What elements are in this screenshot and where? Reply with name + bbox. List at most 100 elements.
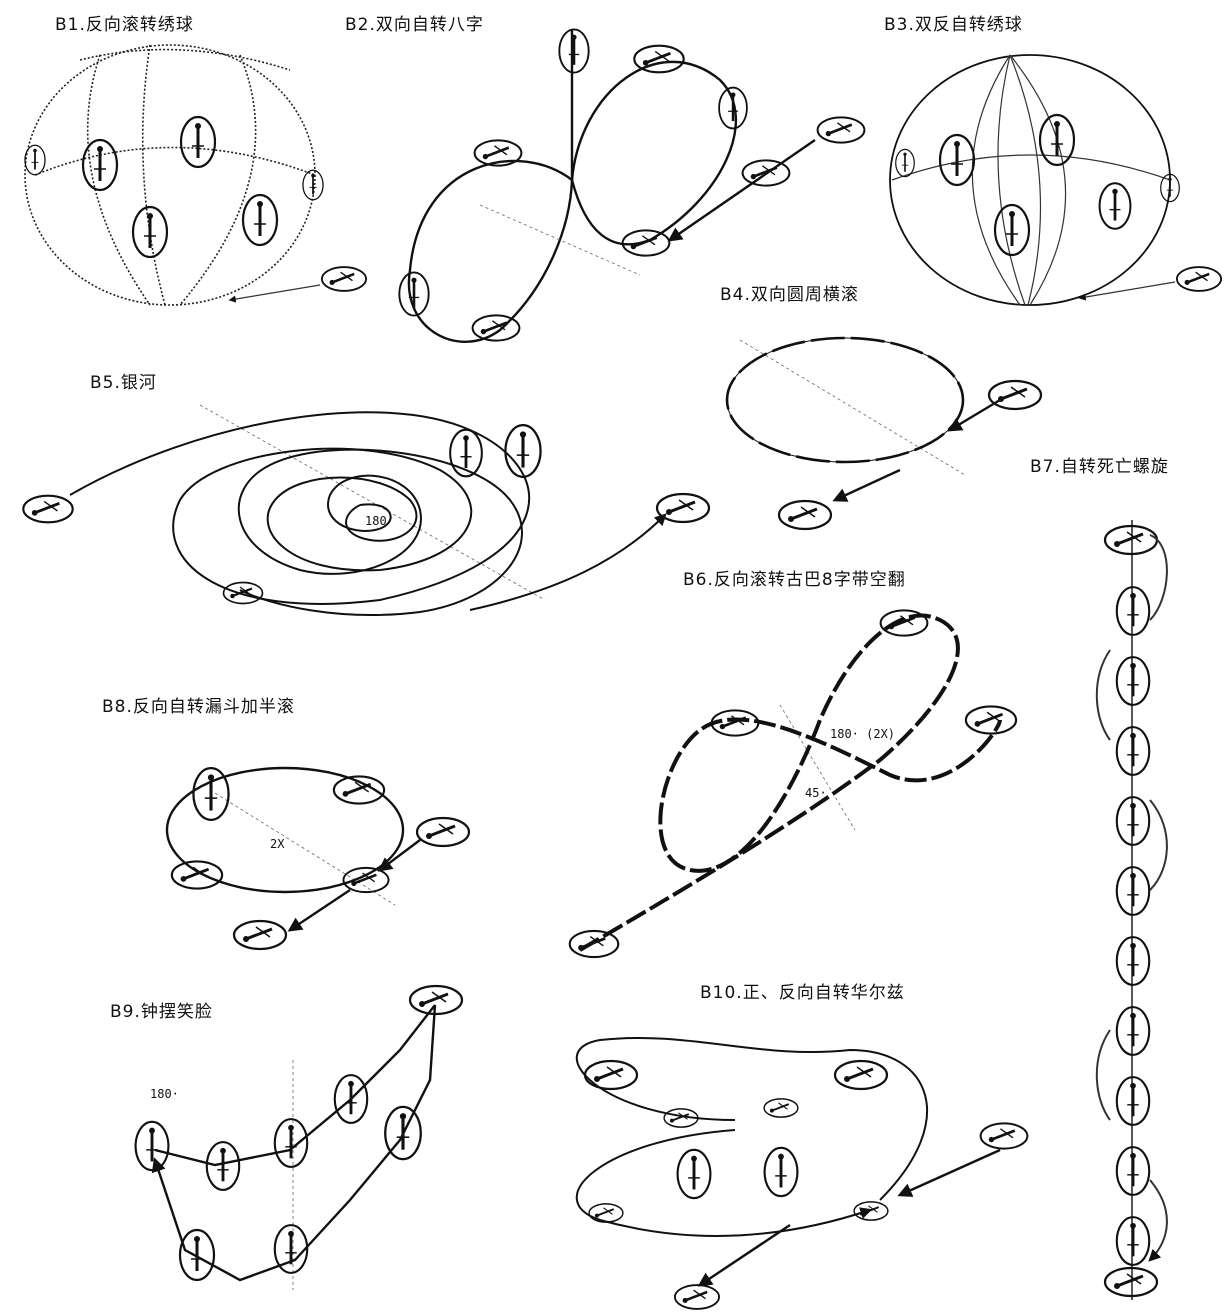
b1-heli-4: [243, 195, 277, 245]
b9-upper-path: [155, 1005, 435, 1165]
b5-heli-start: [23, 496, 72, 523]
b10-exit-path: [700, 1225, 790, 1285]
figure-b10: B10.正、反向自转华尔兹: [577, 983, 1028, 1309]
b7-heli-7: [1117, 1007, 1149, 1055]
b9-heli-7: [180, 1230, 214, 1280]
b8-heli-entry: [417, 818, 469, 846]
b1-sphere-outline: [25, 45, 315, 305]
b9-heli-6: [275, 1225, 307, 1273]
b7-heli-10: [1117, 1217, 1149, 1265]
b6-figure-eight: [580, 616, 1000, 950]
b2-heli-bottom: [473, 315, 520, 340]
b9-heli-4: [335, 1075, 367, 1123]
b1-heli-3: [133, 207, 167, 257]
b7-heli-3: [1117, 727, 1149, 775]
figure-b10-label: B10.正、反向自转华尔兹: [700, 983, 905, 1003]
b10-heli-6: [765, 1148, 798, 1196]
b6-annotation-angle: 180· (2X): [830, 727, 895, 741]
b4-guide: [740, 340, 965, 475]
b9-heli-5: [385, 1107, 421, 1159]
figure-b4-label: B4.双向圆周横滚: [720, 285, 859, 305]
b6-heli-start: [570, 931, 619, 957]
b3-entry-path: [1080, 282, 1175, 298]
figure-b9: B9.钟摆笑脸 180·: [110, 986, 462, 1290]
b1-heli-side-left: [25, 145, 45, 175]
b8-exit-path: [290, 890, 350, 930]
b3-meridian-3: [998, 55, 1025, 305]
b5-spiral-in: [239, 450, 522, 615]
figure-b8-label: B8.反向自转漏斗加半滚: [102, 697, 295, 717]
b2-right-loop: [572, 62, 736, 244]
b6-annotation-cross: 45·: [805, 786, 827, 800]
b5-spiral-out: [70, 412, 529, 604]
b8-heli-1: [193, 768, 228, 820]
figure-b3-label: B3.双反自转绣球: [884, 15, 1023, 35]
b9-heli-2: [207, 1142, 239, 1190]
b7-heli-9: [1117, 1147, 1149, 1195]
b8-heli-4: [343, 868, 388, 892]
b7-heli-6: [1117, 937, 1149, 985]
figure-b2-label: B2.双向自转八字: [345, 15, 484, 35]
b10-heli-entry: [981, 1123, 1028, 1148]
b7-heli-4: [1117, 797, 1149, 845]
b1-heli-entry: [322, 267, 366, 291]
b5-exit-path: [470, 515, 665, 610]
b2-heli-entry-2: [818, 117, 865, 142]
figure-b7: B7.自转死亡螺旋: [1030, 457, 1169, 1300]
b3-heli-entry: [1177, 267, 1221, 291]
b3-heli-side-right: [1161, 174, 1180, 201]
b3-meridian-2: [1010, 55, 1066, 305]
b10-heli-7: [589, 1204, 623, 1222]
b9-annotation: 180·: [150, 1087, 179, 1101]
b2-heli-top: [559, 29, 588, 72]
figure-b6-label: B6.反向滚转古巴8字带空翻: [683, 570, 906, 590]
b7-heli-1: [1117, 587, 1149, 635]
b2-heli-right-top: [634, 46, 683, 73]
b1-heli-1: [83, 140, 117, 190]
b4-entry-path: [950, 400, 1000, 430]
b9-heli-3: [275, 1119, 307, 1167]
figure-b5: B5.银河 180: [23, 373, 709, 615]
b1-meridian-right: [180, 55, 256, 305]
b2-heli-right-bottom: [623, 230, 670, 255]
b7-heli-2: [1117, 657, 1149, 705]
b3-heli-2: [1040, 115, 1074, 165]
figure-b9-label: B9.钟摆笑脸: [110, 1002, 213, 1022]
b10-heli-exit: [675, 1285, 719, 1309]
b8-annotation: 2X: [270, 837, 285, 851]
figure-b7-label: B7.自转死亡螺旋: [1030, 457, 1169, 477]
b2-heli-right-side: [719, 88, 747, 129]
b1-sphere-equator: [35, 148, 315, 176]
b10-heli-5: [678, 1150, 711, 1198]
b1-meridian-left: [88, 55, 150, 305]
b10-heli-1: [585, 1061, 637, 1089]
b3-sphere-outline: [890, 55, 1170, 305]
b4-heli-entry: [989, 381, 1041, 409]
b9-heli-top: [410, 986, 462, 1014]
b4-exit-path: [835, 470, 900, 500]
b3-equator: [892, 155, 1170, 180]
b5-heli-2: [505, 425, 540, 477]
figure-b5-label: B5.银河: [90, 373, 157, 393]
b3-heli-4: [1100, 183, 1131, 228]
figure-b3: B3.双反自转绣球: [884, 15, 1221, 305]
b3-heli-3: [995, 205, 1029, 255]
b1-heli-2: [181, 117, 215, 167]
figure-b6: B6.反向滚转古巴8字带空翻 180· (2X) 45·: [570, 570, 1016, 957]
b10-entry-path: [900, 1150, 1000, 1195]
b1-meridian-mid: [143, 45, 165, 305]
b2-entry-path: [670, 140, 815, 240]
figure-b1: B1.反向滚转绣球: [25, 15, 366, 305]
b6-heli-right: [966, 706, 1016, 733]
figure-b8: B8.反向自转漏斗加半滚 2X: [102, 697, 469, 949]
b10-heli-2: [835, 1061, 887, 1089]
figure-b4: B4.双向圆周横滚: [720, 285, 1041, 529]
b10-heli-4: [764, 1099, 798, 1117]
b5-annotation-180: 180: [365, 514, 387, 528]
b10-heli-8: [854, 1202, 888, 1220]
b1-entry-path: [230, 285, 320, 300]
b4-heli-exit: [779, 501, 831, 529]
b2-left-loop: [409, 161, 572, 342]
b4-circle: [727, 338, 963, 462]
